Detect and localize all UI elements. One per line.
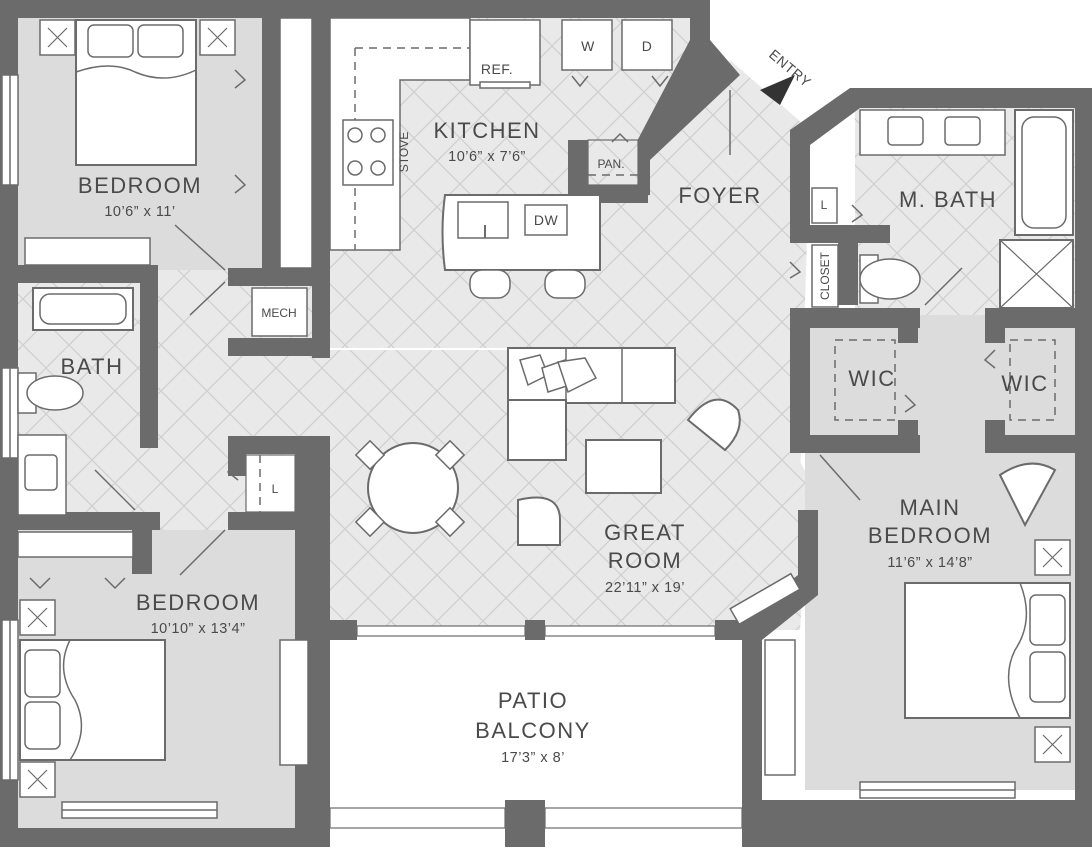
dryer-label: D xyxy=(642,38,653,54)
patio-floor xyxy=(330,640,740,830)
bedroom-nw-name: BEDROOM xyxy=(78,173,202,198)
foyer-name: FOYER xyxy=(678,183,761,208)
bath-name: BATH xyxy=(60,354,123,379)
patio-dims: 17’3” x 8’ xyxy=(501,750,565,766)
closet-label: CLOSET xyxy=(818,251,832,300)
kitchen-name: KITCHEN xyxy=(433,118,540,143)
wic-fixtures xyxy=(834,339,1056,421)
refrigerator-label: REF. xyxy=(481,61,513,77)
main-bedroom-furniture xyxy=(764,454,1071,776)
kitchen-fixtures xyxy=(329,17,673,299)
washer-label: W xyxy=(581,38,595,54)
bedroom-sw-furniture xyxy=(17,454,309,798)
great-room-dims: 22’11” x 19’ xyxy=(605,580,685,596)
master-bath-name: M. BATH xyxy=(899,187,997,212)
kitchen-dims: 10’6” x 7’6” xyxy=(448,149,526,165)
dishwasher-label: DW xyxy=(534,212,559,228)
labels: BEDROOM 10’6” x 11’ KITCHEN 10’6” x 7’6”… xyxy=(60,38,1048,766)
main-bedroom-name-2: BEDROOM xyxy=(868,523,992,548)
bedroom-sw-dims: 10’10” x 13’4” xyxy=(151,621,246,637)
pantry-label: PAN. xyxy=(597,157,624,171)
mech-label: MECH xyxy=(261,306,296,320)
bedroom-sw-name: BEDROOM xyxy=(136,590,260,615)
great-room-furniture xyxy=(354,347,801,626)
great-room-name-2: ROOM xyxy=(608,548,682,573)
linen-master-label: L xyxy=(821,198,828,212)
patio-name-2: BALCONY xyxy=(475,718,591,743)
wic-left-name: WIC xyxy=(848,366,895,391)
master-bath-fixtures xyxy=(789,109,1074,309)
patio-name-1: PATIO xyxy=(498,688,568,713)
linen-bath-label: L xyxy=(272,482,279,496)
stove-label: STOVE xyxy=(397,132,411,172)
bedroom-nw-dims: 10’6” x 11’ xyxy=(104,204,175,220)
entry xyxy=(729,75,795,155)
wic-right-name: WIC xyxy=(1001,371,1048,396)
entry-arrow-icon xyxy=(760,75,795,105)
great-room-name-1: GREAT xyxy=(604,520,686,545)
main-bedroom-name-1: MAIN xyxy=(900,495,961,520)
bedroom-nw-furniture xyxy=(24,17,313,269)
bath-fixtures xyxy=(17,224,308,516)
main-bedroom-dims: 11’6” x 14’8” xyxy=(887,555,972,571)
